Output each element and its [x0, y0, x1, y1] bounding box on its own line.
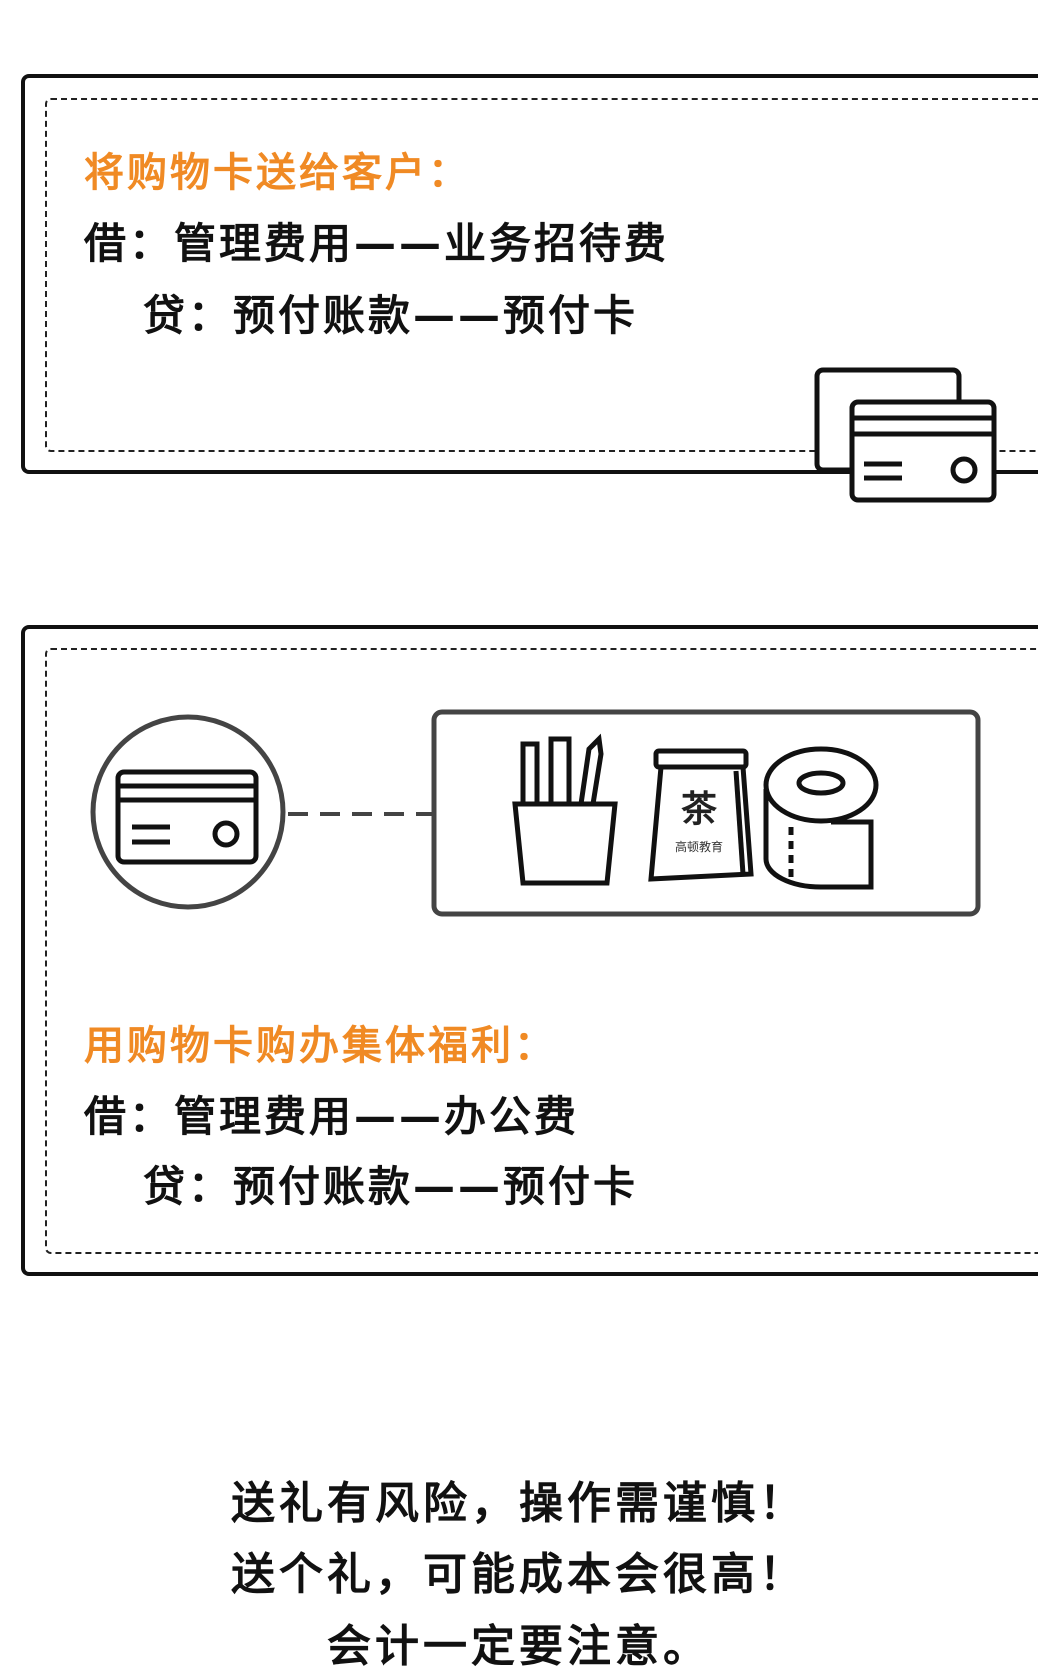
dashed-frame — [45, 98, 1038, 452]
dashed-connector — [288, 812, 434, 816]
section1-title: 将购物卡送给客户： — [84, 150, 471, 196]
pencil-cup-icon — [512, 733, 618, 886]
card-in-circle-icon — [90, 714, 286, 910]
tea-label: 茶 — [681, 789, 718, 830]
toilet-paper-icon — [763, 746, 879, 890]
section2-debit: 借：管理费用——办公费 — [84, 1092, 580, 1141]
tea-bag-icon — [648, 748, 754, 882]
section2-credit: 贷：预付账款——预付卡 — [143, 1162, 639, 1211]
closing-line-1: 送礼有风险，操作需谨慎！ — [231, 1478, 807, 1529]
office-supplies-box: 茶 高顿教育 — [431, 709, 981, 917]
closing-line-3: 会计一定要注意。 — [327, 1621, 711, 1672]
credit-cards-icon — [814, 367, 997, 503]
brand-logo: 高顿教育 — [675, 839, 723, 854]
dashed-frame — [45, 648, 1038, 1254]
section2-title: 用购物卡购办集体福利： — [84, 1023, 557, 1069]
section1-debit: 借：管理费用——业务招待费 — [84, 219, 670, 268]
section1-credit: 贷：预付账款——预付卡 — [143, 291, 639, 340]
closing-line-2: 送个礼，可能成本会很高！ — [231, 1549, 807, 1600]
